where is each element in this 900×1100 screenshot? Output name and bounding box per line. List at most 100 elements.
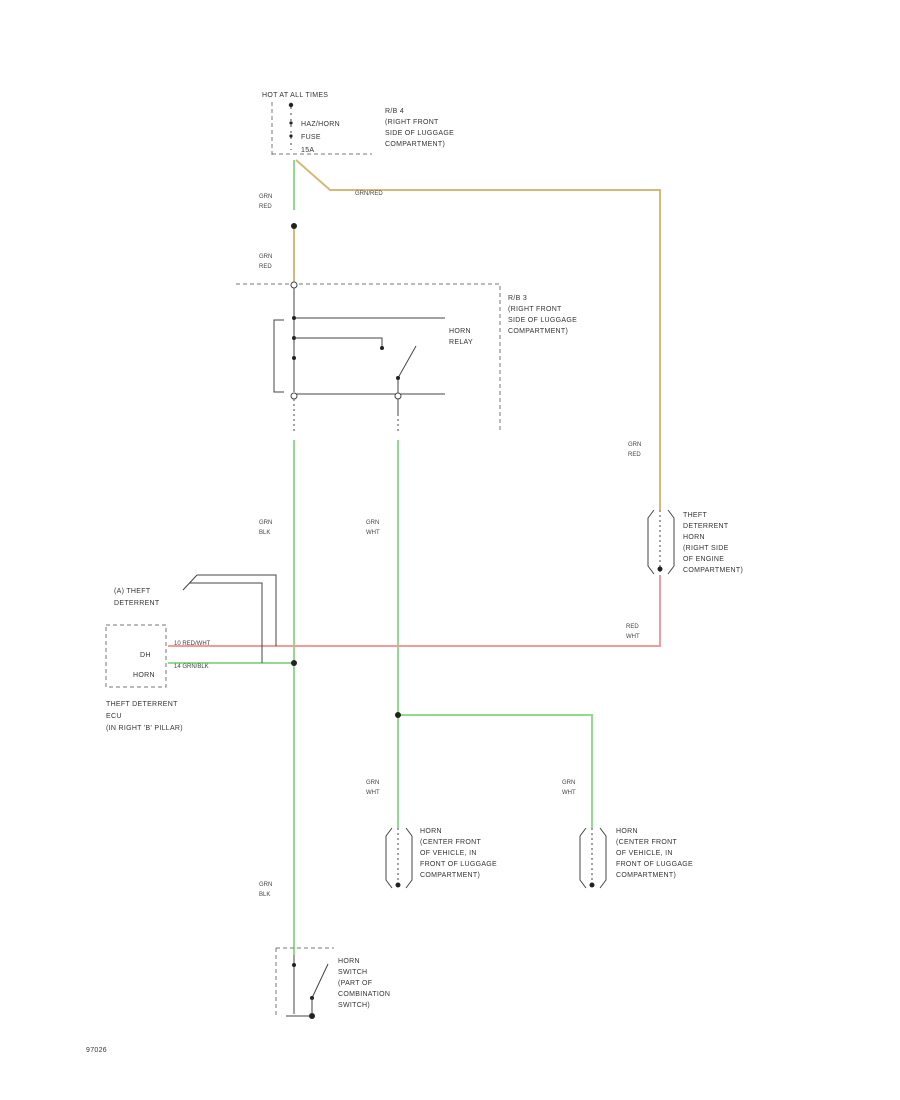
wire-red-tag: 10 RED/WHT <box>174 641 211 647</box>
horn-switch-line-2: SWITCH <box>338 969 367 976</box>
wire-orange-tag: GRN/RED <box>355 191 383 197</box>
horn-switch: HORN SWITCH (PART OF COMBINATION SWITCH) <box>275 947 390 1019</box>
splice-node-3 <box>291 660 297 666</box>
wire-label-3b: BLK <box>259 530 270 536</box>
horn-right-inner <box>599 827 607 889</box>
relay-location-line-1: R/B 3 <box>508 295 527 302</box>
relay-location-line-2: (RIGHT FRONT <box>508 306 562 313</box>
horn-switch-ground <box>309 1013 315 1019</box>
theft-deterrent-horn: THEFT DETERRENT HORN (RIGHT SIDE OF ENGI… <box>647 509 743 575</box>
wire-label-4b: WHT <box>366 530 380 536</box>
relay-location-line-4: COMPARTMENT) <box>508 328 568 335</box>
wire-green-tag: 14 GRN/BLK <box>174 664 209 670</box>
wire-label-8b: WHT <box>562 790 576 796</box>
horn-left-line-1: HORN <box>420 828 442 835</box>
theft-horn-line-4: (RIGHT SIDE <box>683 545 729 552</box>
horn-switch-line-3: (PART OF <box>338 980 372 987</box>
fuse-top-node <box>288 102 294 108</box>
relay-coil-bracket <box>273 319 284 393</box>
splice-node-2 <box>395 712 401 718</box>
wire-label-2b: RED <box>259 264 272 270</box>
relay-contact-arm <box>397 345 417 379</box>
ecu-connector-line-1: (A) THEFT <box>114 588 151 595</box>
horn-switch-line-5: SWITCH) <box>338 1002 370 1009</box>
horn-switch-node-top <box>292 963 296 967</box>
theft-horn-line-6: COMPARTMENT) <box>683 567 743 574</box>
relay-name-line-2: RELAY <box>449 339 473 346</box>
diagram-code: 97026 <box>86 1047 107 1054</box>
ecu-connector-leader <box>182 574 198 591</box>
fuse-word-label: FUSE <box>301 134 321 141</box>
theft-horn-line-1: THEFT <box>683 512 707 519</box>
fuse-amp-label: 15A <box>301 147 314 154</box>
wire-label-5b: RED <box>628 452 641 458</box>
wire-label-1a: GRN <box>259 194 272 200</box>
relay-contact-pivot <box>396 376 400 380</box>
horn-left-line-2: (CENTER FRONT <box>420 839 481 846</box>
theft-horn-inner <box>667 509 675 575</box>
relay-name-line-1: HORN <box>449 328 471 335</box>
wire-label-9b: BLK <box>259 892 270 898</box>
ecu-connector-bracket-outer <box>197 574 277 646</box>
horn-switch-arm <box>311 963 329 999</box>
horn-relay: HORN RELAY R/B 3 (RIGHT FRONT SIDE OF LU… <box>236 281 577 432</box>
relay-coil-terminal <box>290 392 298 400</box>
wire-theft-horn-signal <box>168 575 661 647</box>
ecu-dashed-box <box>105 624 167 688</box>
relay-node-c <box>292 356 296 360</box>
horn-right-line-2: (CENTER FRONT <box>616 839 677 846</box>
relay-contact-terminal <box>394 392 402 400</box>
ecu-pin-dh: DH <box>140 652 151 659</box>
horn-switch-line-1: HORN <box>338 958 360 965</box>
theft-deterrent-ecu: DH HORN (A) THEFT DETERRENT THEFT DETERR… <box>105 574 277 732</box>
wire-label-9a: GRN <box>259 882 272 888</box>
wire-label-5a: GRN <box>628 442 641 448</box>
relay-node-a <box>292 316 296 320</box>
wire-horn-branch <box>398 714 593 828</box>
horn-right-line-5: COMPARTMENT) <box>616 872 676 879</box>
ecu-connector-line-2: DETERRENT <box>114 600 160 607</box>
ecu-connector-bracket-inner <box>190 582 263 663</box>
horn-right-ground <box>589 882 595 888</box>
theft-horn-outer <box>647 509 655 575</box>
fuse-block: HAZ/HORN FUSE 15A R/B 4 (RIGHT FRONT SID… <box>271 102 454 156</box>
splice-node-1 <box>291 223 297 229</box>
horn-right-line-1: HORN <box>616 828 638 835</box>
ecu-pin-horn: HORN <box>133 672 155 679</box>
ecu-name-line-3: (IN RIGHT 'B' PILLAR) <box>106 725 183 732</box>
horn-switch-line-4: COMBINATION <box>338 991 390 998</box>
wire-label-3a: GRN <box>259 520 272 526</box>
ecu-name-line-1: THEFT DETERRENT <box>106 701 178 708</box>
horn-left-ground <box>395 882 401 888</box>
hot-at-all-times-label: HOT AT ALL TIMES <box>262 92 328 99</box>
wire-label-7a: GRN <box>366 780 379 786</box>
wire-label-6a: RED <box>626 624 639 630</box>
relay-contact-fixed <box>380 346 384 350</box>
theft-horn-line-3: HORN <box>683 534 705 541</box>
horn-right-line-4: FRONT OF LUGGAGE <box>616 861 693 868</box>
relay-contact-feed <box>294 337 383 347</box>
horn-left-line-3: OF VEHICLE, IN <box>420 850 477 857</box>
wire-label-4a: GRN <box>366 520 379 526</box>
horn-left-line-5: COMPARTMENT) <box>420 872 480 879</box>
horn-right: HORN (CENTER FRONT OF VEHICLE, IN FRONT … <box>579 827 693 889</box>
fuse-mid-node <box>289 121 293 125</box>
theft-horn-ground <box>657 566 663 572</box>
relay-location-line-3: SIDE OF LUGGAGE <box>508 317 577 324</box>
wire-label-7b: WHT <box>366 790 380 796</box>
fuse-low-node <box>289 134 293 138</box>
fuse-location-line-2: (RIGHT FRONT <box>385 119 439 126</box>
fuse-location-line-1: R/B 4 <box>385 108 404 115</box>
wire-label-1b: RED <box>259 204 272 210</box>
wire-label-2a: GRN <box>259 254 272 260</box>
horn-left-inner <box>405 827 413 889</box>
horn-left-outer <box>385 827 393 889</box>
fuse-location-line-4: COMPARTMENT) <box>385 141 445 148</box>
theft-horn-line-2: DETERRENT <box>683 523 729 530</box>
wire-theft-horn-feed <box>295 159 661 510</box>
relay-block-dashed-outline <box>236 283 501 430</box>
theft-horn-line-5: OF ENGINE <box>683 556 724 563</box>
relay-input-terminal <box>290 281 298 289</box>
wire-label-8a: GRN <box>562 780 575 786</box>
